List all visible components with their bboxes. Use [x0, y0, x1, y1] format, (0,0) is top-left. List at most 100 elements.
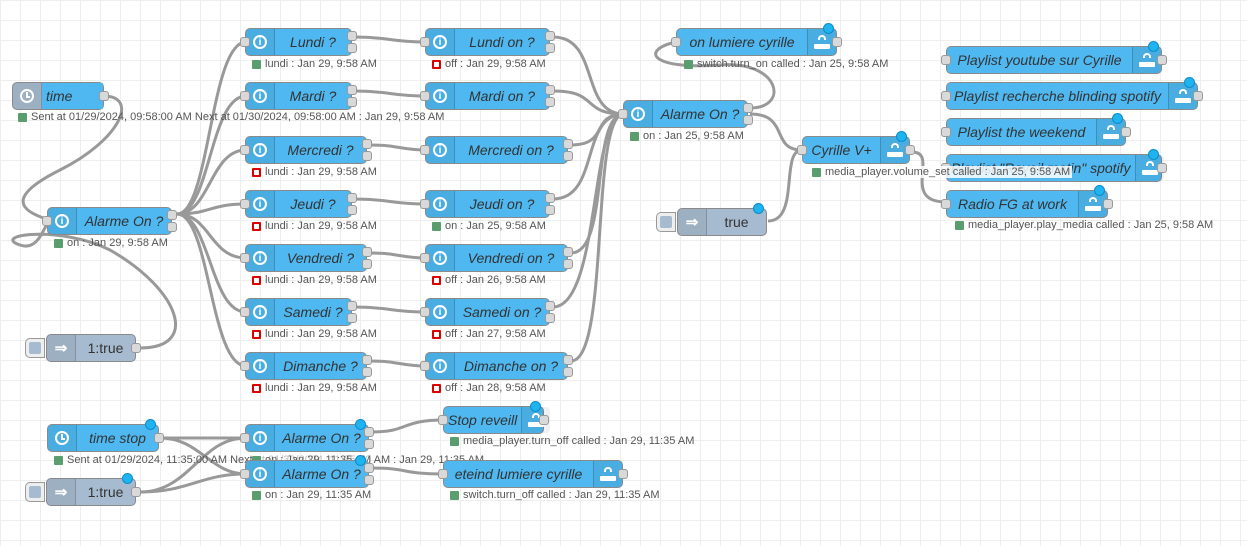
output-port[interactable]	[99, 91, 109, 101]
output-port[interactable]	[1157, 163, 1167, 173]
node-on-lumiere-cyrille[interactable]: on lumiere cyrille	[671, 23, 842, 56]
output-port-1[interactable]	[362, 355, 372, 365]
output-port[interactable]	[1157, 55, 1167, 65]
input-port[interactable]	[941, 91, 951, 101]
node-alarme-on-2[interactable]: i Alarme On ?	[618, 100, 753, 128]
output-port-2[interactable]	[545, 97, 555, 107]
inject-button[interactable]	[25, 338, 45, 358]
node-mercredi-on[interactable]: i Mercredi on ?	[420, 136, 573, 164]
output-port[interactable]	[131, 487, 141, 497]
output-port-1[interactable]	[362, 247, 372, 257]
node-mardi-on[interactable]: i Mardi on ?	[420, 82, 555, 110]
output-port-1[interactable]	[545, 31, 555, 41]
input-port[interactable]	[438, 469, 448, 479]
output-port[interactable]	[154, 433, 164, 443]
output-port-1[interactable]	[347, 85, 357, 95]
node-jeudi[interactable]: i Jeudi ?	[240, 190, 357, 218]
output-port[interactable]	[1121, 127, 1131, 137]
input-port[interactable]	[240, 253, 250, 263]
output-port-2[interactable]	[362, 259, 372, 269]
output-port-1[interactable]	[563, 355, 573, 365]
input-port[interactable]	[240, 361, 250, 371]
input-port[interactable]	[420, 361, 430, 371]
output-port[interactable]	[539, 415, 549, 425]
node-samedi-on[interactable]: i Samedi on ?	[420, 298, 555, 326]
output-port-1[interactable]	[364, 463, 374, 473]
node-lundi[interactable]: i Lundi ?	[240, 28, 357, 56]
node-playlist-youtube[interactable]: Playlist youtube sur Cyrille	[941, 41, 1167, 74]
node-dimanche[interactable]: i Dimanche ?	[240, 352, 372, 380]
node-samedi[interactable]: i Samedi ?	[240, 298, 357, 326]
node-jeudi-on[interactable]: i Jeudi on ?	[420, 190, 555, 218]
node-cyrille-v[interactable]: Cyrille V+	[797, 131, 915, 164]
node-inject-1true[interactable]: ⇒ 1:true	[25, 334, 141, 362]
output-port-2[interactable]	[362, 367, 372, 377]
node-alarme-on-b2[interactable]: i Alarme On ?	[240, 455, 374, 488]
output-port-2[interactable]	[347, 205, 357, 215]
output-port-2[interactable]	[563, 259, 573, 269]
node-inject-true[interactable]: ⇒ true	[656, 203, 767, 236]
input-port[interactable]	[420, 145, 430, 155]
inject-button[interactable]	[25, 482, 45, 502]
output-port-2[interactable]	[364, 439, 374, 449]
node-mardi[interactable]: i Mardi ?	[240, 82, 357, 110]
output-port-2[interactable]	[545, 313, 555, 323]
node-mercredi[interactable]: i Mercredi ?	[240, 136, 372, 164]
input-port[interactable]	[240, 91, 250, 101]
input-port[interactable]	[438, 415, 448, 425]
output-port-2[interactable]	[563, 367, 573, 377]
node-radio-fg[interactable]: Radio FG at work	[941, 185, 1113, 218]
output-port-1[interactable]	[545, 85, 555, 95]
output-port-1[interactable]	[563, 139, 573, 149]
output-port-1[interactable]	[563, 247, 573, 257]
output-port-1[interactable]	[167, 210, 177, 220]
output-port-2[interactable]	[167, 222, 177, 232]
output-port-2[interactable]	[545, 205, 555, 215]
input-port[interactable]	[420, 91, 430, 101]
output-port[interactable]	[832, 37, 842, 47]
node-inject-1true-b[interactable]: ⇒ 1:true	[25, 473, 141, 506]
input-port[interactable]	[941, 199, 951, 209]
node-alarme-on-b1[interactable]: i Alarme On ?	[240, 419, 374, 452]
input-port[interactable]	[941, 55, 951, 65]
input-port[interactable]	[420, 199, 430, 209]
node-alarme-on-main[interactable]: i Alarme On ?	[42, 207, 177, 235]
input-port[interactable]	[671, 37, 681, 47]
input-port[interactable]	[240, 37, 250, 47]
output-port-1[interactable]	[545, 301, 555, 311]
output-port[interactable]	[1193, 91, 1203, 101]
input-port[interactable]	[420, 37, 430, 47]
output-port[interactable]	[618, 469, 628, 479]
input-port[interactable]	[42, 216, 52, 226]
node-playlist-weekend[interactable]: Playlist the weekend	[941, 113, 1131, 146]
node-vendredi[interactable]: i Vendredi ?	[240, 244, 372, 272]
output-port-2[interactable]	[364, 475, 374, 485]
output-port-2[interactable]	[563, 151, 573, 161]
input-port[interactable]	[240, 469, 250, 479]
node-eteind-lumiere-cyrille[interactable]: eteind lumiere cyrille	[438, 460, 628, 488]
output-port-1[interactable]	[545, 193, 555, 203]
output-port-2[interactable]	[347, 43, 357, 53]
input-port[interactable]	[420, 307, 430, 317]
input-port[interactable]	[941, 127, 951, 137]
input-port[interactable]	[240, 433, 250, 443]
output-port-1[interactable]	[347, 193, 357, 203]
output-port-2[interactable]	[347, 97, 357, 107]
node-lundi-on[interactable]: i Lundi on ?	[420, 28, 555, 56]
output-port[interactable]	[1103, 199, 1113, 209]
input-port[interactable]	[240, 199, 250, 209]
output-port-2[interactable]	[743, 115, 753, 125]
output-port-1[interactable]	[347, 301, 357, 311]
node-vendredi-on[interactable]: i Vendredi on ?	[420, 244, 573, 272]
node-dimanche-on[interactable]: i Dimanche on ?	[420, 352, 573, 380]
output-port-2[interactable]	[362, 151, 372, 161]
node-playlist-recherche[interactable]: Playlist recherche blinding spotify	[941, 77, 1203, 110]
input-port[interactable]	[797, 145, 807, 155]
input-port[interactable]	[618, 109, 628, 119]
output-port-1[interactable]	[743, 103, 753, 113]
inject-button[interactable]	[656, 212, 676, 232]
input-port[interactable]	[240, 145, 250, 155]
output-port-1[interactable]	[364, 427, 374, 437]
output-port-2[interactable]	[347, 313, 357, 323]
node-stop-reveill[interactable]: Stop reveill	[438, 401, 551, 434]
